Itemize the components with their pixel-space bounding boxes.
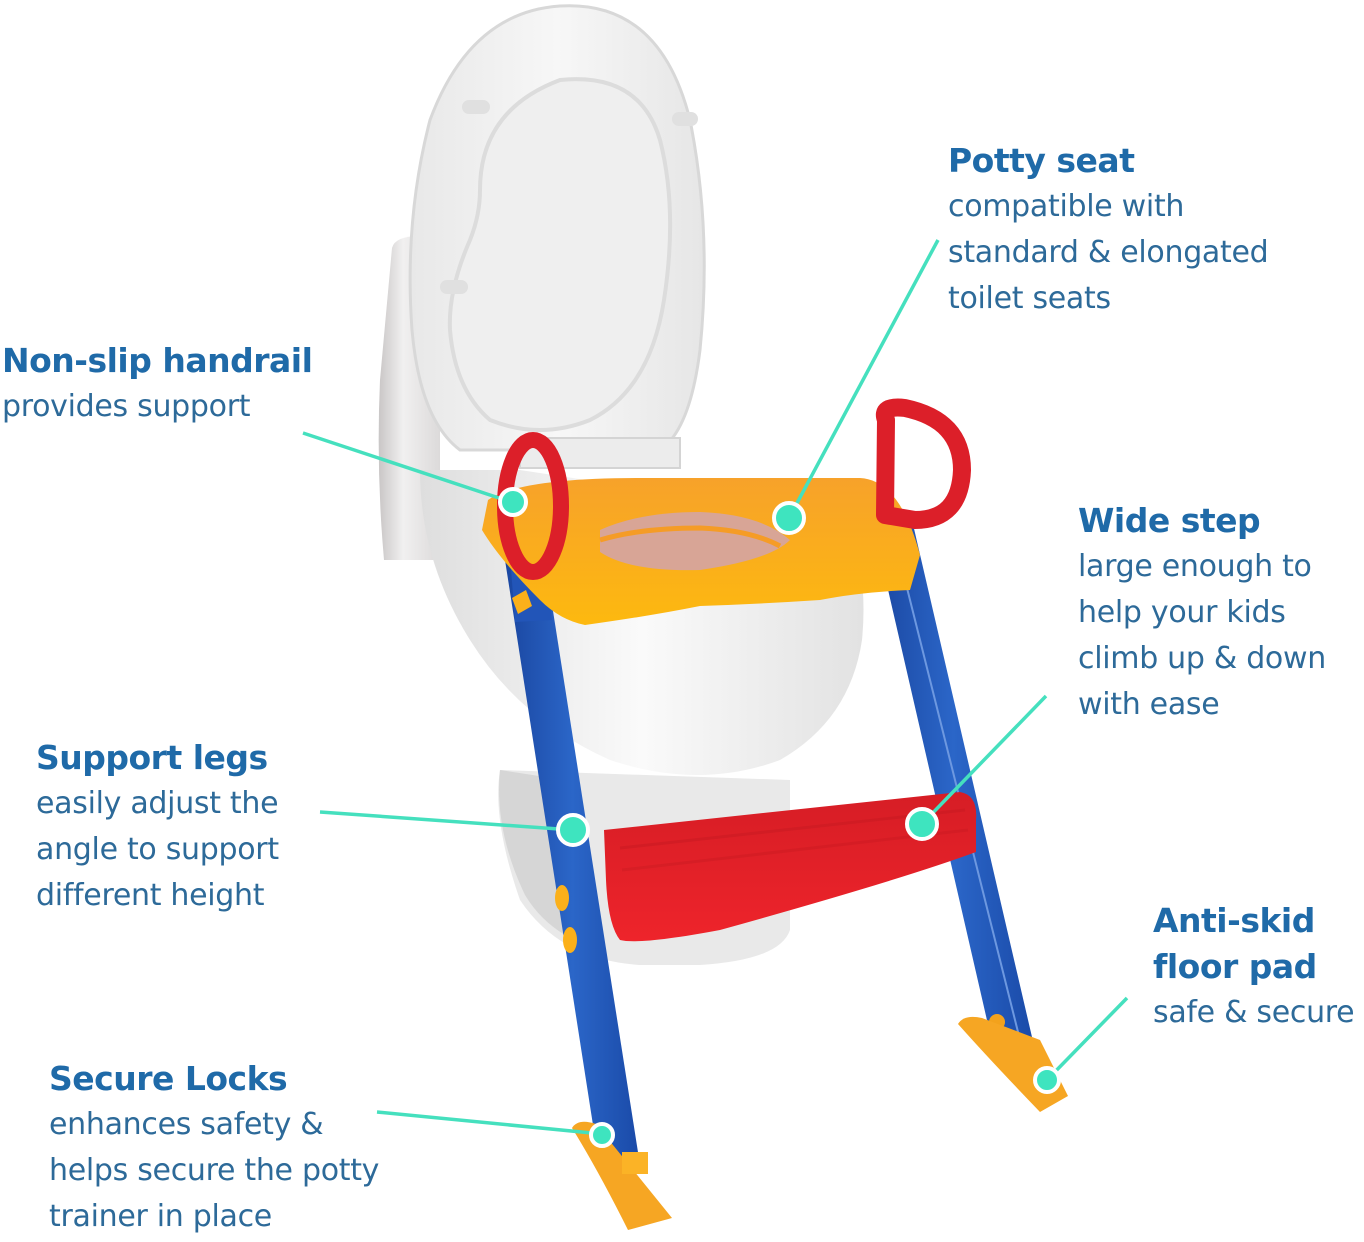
callout-description: provides support	[2, 384, 312, 430]
callout-title: Non-slip handrail	[2, 341, 313, 380]
desc-line: help your kids	[1078, 595, 1286, 630]
dot-secure-locks	[589, 1122, 615, 1148]
callout-title-line: floor pad	[1153, 947, 1317, 986]
floor-pad-right	[958, 1016, 1068, 1112]
callout-description: compatible with standard & elongated toi…	[948, 184, 1269, 322]
handrail-right	[875, 398, 971, 529]
desc-line: standard & elongated	[948, 235, 1269, 270]
callout-secure-locks: Secure Locks enhances safety & helps sec…	[49, 1056, 379, 1240]
callout-wide-step: Wide step large enough to help your kids…	[1078, 498, 1326, 728]
desc-line: large enough to	[1078, 549, 1312, 584]
callout-description: safe & secure	[1153, 990, 1355, 1036]
callout-description: large enough to help your kids climb up …	[1078, 544, 1326, 728]
callout-description: enhances safety & helps secure the potty…	[49, 1102, 379, 1240]
desc-line: safe & secure	[1153, 995, 1355, 1030]
callout-handrail: Non-slip handrail provides support	[2, 338, 313, 430]
desc-line: helps secure the potty	[49, 1153, 380, 1188]
dot-support-legs	[556, 813, 590, 847]
callout-support-legs: Support legs easily adjust the angle to …	[36, 735, 279, 919]
floor-pad-left	[572, 1121, 672, 1230]
callout-line-support-legs	[319, 810, 574, 832]
potty-seat	[482, 478, 920, 625]
callout-title: Wide step	[1078, 501, 1261, 540]
desc-line: different height	[36, 878, 265, 913]
callout-line-secure-locks	[376, 1110, 603, 1136]
callout-line-handrail	[302, 431, 512, 504]
callout-title: Support legs	[36, 738, 268, 777]
callout-line-potty-seat	[787, 239, 940, 519]
desc-line: trainer in place	[49, 1199, 272, 1234]
callout-title-line: Anti-skid	[1153, 901, 1315, 940]
dot-wide-step	[905, 807, 939, 841]
callout-dots	[498, 487, 1061, 1148]
callout-title: Secure Locks	[49, 1059, 288, 1098]
dot-handrail	[498, 487, 528, 517]
desc-line: with ease	[1078, 687, 1220, 722]
desc-line: compatible with	[948, 189, 1185, 224]
desc-line: provides support	[2, 389, 251, 424]
desc-line: enhances safety &	[49, 1107, 324, 1142]
callout-line-wide-step	[920, 694, 1048, 826]
desc-line: angle to support	[36, 832, 279, 867]
desc-line: easily adjust the	[36, 786, 279, 821]
desc-line: climb up & down	[1078, 641, 1326, 676]
callout-lines	[302, 239, 1129, 1136]
callout-title: Potty seat	[948, 141, 1135, 180]
toilet-lid	[408, 4, 706, 469]
dot-potty-seat	[772, 501, 806, 535]
callout-potty-seat: Potty seat compatible with standard & el…	[948, 138, 1269, 322]
callout-description: easily adjust the angle to support diffe…	[36, 781, 279, 919]
callout-line-floor-pad	[1045, 996, 1129, 1082]
support-leg-right	[872, 520, 1035, 1055]
callout-floor-pad: Anti-skid floor pad safe & secure	[1153, 898, 1355, 1036]
desc-line: toilet seats	[948, 281, 1111, 316]
dot-floor-pad	[1033, 1066, 1061, 1094]
